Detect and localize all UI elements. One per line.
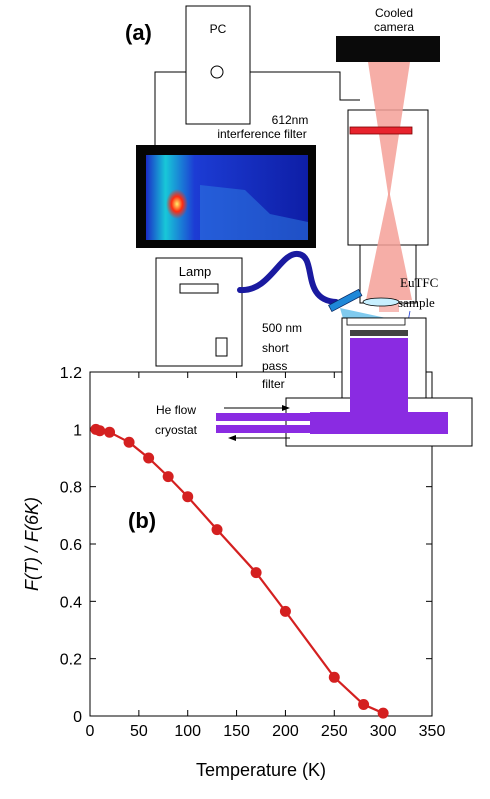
pc-label: PC xyxy=(210,22,227,36)
shortpass-label-line2: short xyxy=(262,341,289,355)
camera-label-line2: camera xyxy=(374,20,414,34)
data-point xyxy=(358,699,370,711)
pc-to-camera-wire xyxy=(248,71,360,101)
pc-power-icon xyxy=(210,65,224,79)
lamp-switch xyxy=(215,337,228,357)
data-points xyxy=(90,423,389,719)
cryostat-arm xyxy=(310,412,448,434)
data-point xyxy=(328,671,340,683)
flow-in-arrowhead xyxy=(282,405,290,411)
data-point xyxy=(250,567,262,579)
data-point xyxy=(104,426,116,438)
flow-out-arrowhead xyxy=(228,435,236,441)
data-point xyxy=(123,436,135,448)
shortpass-label-line1: 500 nm xyxy=(262,321,302,335)
shortpass-label-line3: pass xyxy=(262,359,287,373)
heflow-label-line2: cryostat xyxy=(155,423,198,437)
he-outlet-tube xyxy=(216,425,310,433)
cooled-camera xyxy=(336,36,440,62)
filter-label-line1: 612nm xyxy=(272,113,309,127)
y-axis-label: F(T) / F(6K) xyxy=(22,497,42,591)
y-tick-label: 0.8 xyxy=(60,480,82,497)
pc-to-monitor-wire xyxy=(154,71,188,145)
panel-b-label: (b) xyxy=(128,508,156,533)
image-hotspot xyxy=(166,189,188,219)
y-tick-label: 0.4 xyxy=(60,594,82,611)
data-point xyxy=(162,471,174,483)
interference-filter xyxy=(349,126,413,135)
camera-label-line1: Cooled xyxy=(375,6,413,20)
x-tick-label: 300 xyxy=(370,723,397,740)
y-tick-label: 0 xyxy=(73,709,82,726)
x-tick-label: 150 xyxy=(223,723,250,740)
y-ticks: 0 0.2 0.4 0.6 0.8 1 1.2 xyxy=(60,365,432,726)
pc-box xyxy=(185,5,251,125)
filter-label-line2: interference filter xyxy=(217,127,306,141)
heflow-label-line1: He flow xyxy=(156,403,196,417)
x-tick-label: 200 xyxy=(272,723,299,740)
data-point xyxy=(279,605,291,617)
x-tick-label: 250 xyxy=(321,723,348,740)
panel-a-label: (a) xyxy=(125,20,152,45)
data-point xyxy=(182,491,194,503)
x-tick-label: 100 xyxy=(174,723,201,740)
eutfc-label: EuTFC xyxy=(400,275,438,290)
lamp-slot xyxy=(179,283,219,294)
sample-label: sample xyxy=(398,295,435,310)
lamp-box xyxy=(155,257,243,367)
data-point xyxy=(94,425,106,437)
he-inlet-tube xyxy=(216,413,310,421)
sample-window xyxy=(346,317,406,326)
x-axis-label: Temperature (K) xyxy=(196,760,326,780)
x-tick-label: 0 xyxy=(86,723,95,740)
image-feature xyxy=(200,185,308,240)
data-point xyxy=(377,707,389,719)
y-tick-label: 1.2 xyxy=(60,365,82,382)
lamp-label: Lamp xyxy=(179,264,212,279)
cold-finger xyxy=(350,338,408,414)
x-tick-label: 350 xyxy=(419,723,446,740)
beam-lower-cone xyxy=(366,190,412,300)
sample-holder xyxy=(350,330,408,336)
objective-lens xyxy=(362,297,400,307)
setup-diagram: (a) PC Cooled camera 612nm interference … xyxy=(125,5,473,447)
y-tick-label: 1 xyxy=(73,422,82,439)
short-pass-filter xyxy=(328,288,363,313)
data-point xyxy=(211,524,223,536)
series-line xyxy=(95,428,384,715)
x-tick-label: 50 xyxy=(130,723,148,740)
optical-fiber xyxy=(237,251,339,305)
y-tick-label: 0.2 xyxy=(60,652,82,669)
data-point xyxy=(143,452,155,464)
shortpass-label-line4: filter xyxy=(262,377,285,391)
y-tick-label: 0.6 xyxy=(60,537,82,554)
